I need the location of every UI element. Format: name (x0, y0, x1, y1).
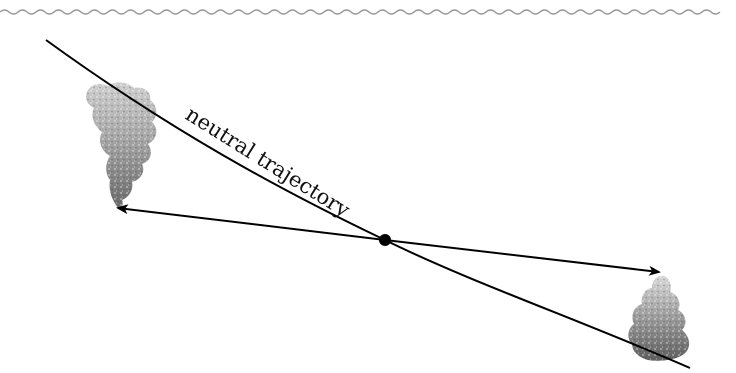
arrow-to-right-plume (384, 239, 661, 276)
trajectory-label: neutral trajectory (181, 102, 354, 222)
source-dot-icon (379, 234, 391, 246)
right-smoke-plume-icon (628, 275, 690, 361)
arrow-to-left-plume (116, 204, 386, 241)
water-surface-icon (0, 9, 721, 15)
left-smoke-plume-icon (86, 82, 157, 208)
